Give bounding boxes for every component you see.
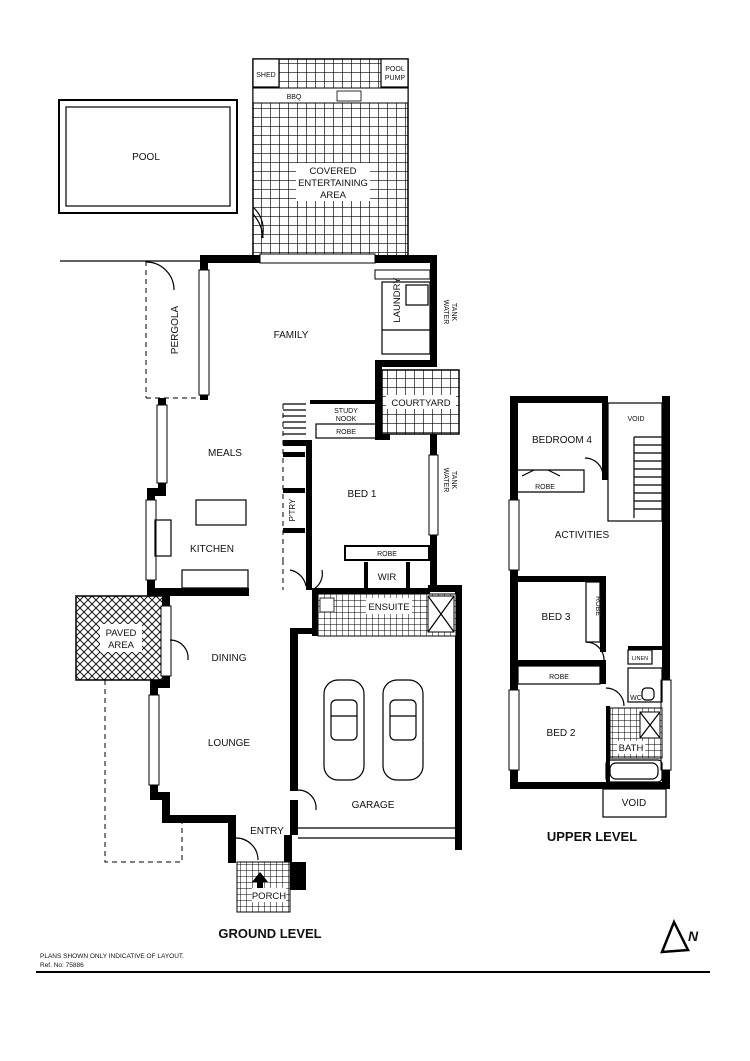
label-ensuite: ENSUITE (368, 602, 409, 613)
label-water-tank: TANK (450, 303, 457, 321)
footer-rule (36, 971, 710, 973)
label-bed1: BED 1 (348, 489, 377, 500)
covered-entertaining-area (252, 58, 409, 258)
interior-lines (154, 207, 455, 861)
windows (145, 253, 439, 786)
label-porch: PORCH (252, 891, 286, 902)
pergola-outline (60, 260, 200, 399)
label-water-tank: WATER (442, 300, 449, 325)
label-bed2: BED 2 (547, 728, 576, 739)
car-icon (323, 679, 365, 781)
north-arrow-icon: N (660, 918, 699, 954)
label-study-nook: STUDY (334, 408, 358, 415)
label-robe-bed3: ROBE (594, 596, 601, 616)
label-water-tank: TANK (450, 471, 457, 489)
label-pool-pump: PUMP (385, 75, 406, 82)
upper-level-plan: VOID BEDROOM 4 ROBE ACTIVITIES BED 3 ROB… (508, 396, 672, 844)
label-activities: ACTIVITIES (555, 530, 610, 541)
label-bedroom4: BEDROOM 4 (532, 435, 592, 446)
reference-number: Ref. No: 75886 (40, 962, 84, 969)
ground-level-heading: GROUND LEVEL (218, 926, 321, 941)
label-dining: DINING (212, 653, 247, 664)
label-void-top: VOID (627, 416, 644, 423)
disclaimer-text: PLANS SHOWN ONLY INDICATIVE OF LAYOUT. (40, 953, 184, 960)
label-robe-lower: ROBE (377, 551, 397, 558)
label-robe-bedroom4: ROBE (535, 484, 555, 491)
label-robe-bed1: ROBE (336, 429, 356, 436)
label-wir: WIR (378, 572, 397, 583)
label-entry: ENTRY (250, 826, 284, 837)
label-meals: MEALS (208, 448, 242, 459)
label-covered-area: ENTERTAINING (298, 178, 368, 189)
label-covered-area: AREA (320, 190, 347, 201)
label-family: FAMILY (274, 330, 309, 341)
label-laundry: LAUNDRY (392, 277, 403, 323)
porch (236, 861, 291, 913)
label-pantry: P'TRY (288, 498, 297, 521)
label-linen: LINEN (632, 656, 648, 662)
upper-level-walls (510, 396, 670, 789)
label-paved-area: PAVED (106, 628, 137, 639)
label-bbq: BBQ (287, 94, 302, 101)
label-study-nook: NOOK (336, 416, 357, 423)
label-pool: POOL (132, 152, 160, 163)
pool (58, 99, 238, 214)
label-courtyard: COURTYARD (391, 398, 450, 409)
north-arrow-label: N (688, 928, 699, 944)
label-pergola: PERGOLA (170, 306, 181, 355)
label-paved-area: AREA (108, 640, 135, 651)
label-bath: BATH (619, 743, 644, 754)
ground-level-plan: POOL SHED POOL PUMP BBQ COVERED ENTERTAI… (58, 58, 462, 941)
car-icon (382, 679, 424, 781)
paved-area (75, 595, 165, 681)
upper-level-heading: UPPER LEVEL (547, 829, 637, 844)
label-kitchen: KITCHEN (190, 544, 234, 555)
label-lounge: LOUNGE (208, 738, 251, 749)
label-shed: SHED (256, 72, 275, 79)
label-covered-area: COVERED (310, 166, 357, 177)
label-water-tank: WATER (442, 468, 449, 493)
paved-area-outline (104, 680, 183, 863)
ground-level-walls (147, 255, 462, 890)
label-pool-pump: POOL (385, 66, 405, 73)
label-wc: WC (630, 695, 642, 702)
label-void-bottom: VOID (622, 798, 646, 809)
label-garage: GARAGE (352, 800, 395, 811)
label-bed3: BED 3 (542, 612, 571, 623)
label-robe-bed2: ROBE (549, 674, 569, 681)
